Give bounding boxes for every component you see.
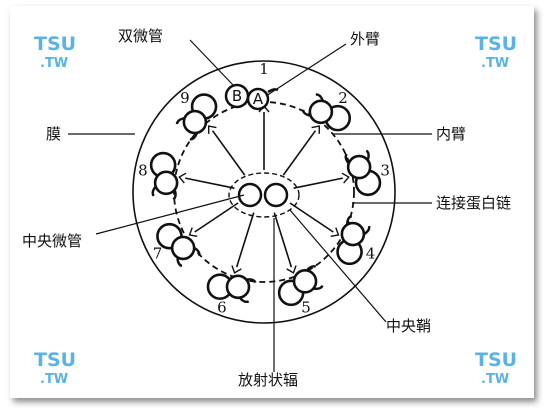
spoke-head (341, 172, 350, 184)
leader-doublet (189, 39, 235, 87)
leader-outer-arm (265, 43, 347, 97)
doublet-8 (149, 151, 179, 201)
watermark-text: TSU (475, 33, 517, 55)
doublet-number-5: 5 (301, 299, 311, 317)
doublet-7 (156, 222, 201, 268)
label-inner-arm: 内臂 (436, 125, 466, 143)
subfiber-a-circle (246, 87, 270, 111)
label-central-sheath: 中央鞘 (386, 317, 431, 335)
doublet-2 (301, 93, 352, 132)
label-membrane: 膜 (46, 125, 61, 143)
radial-spoke (211, 130, 246, 176)
doublet-number-4: 4 (366, 245, 376, 263)
subfiber-a-label: A (253, 90, 264, 108)
leader-central-tubule (95, 194, 245, 235)
central-tubule-left (237, 182, 263, 208)
spoke-head (208, 125, 217, 134)
watermark-subtext: .TW (481, 372, 509, 387)
outer-dynein-arm (175, 117, 185, 125)
spoke-head (188, 227, 198, 238)
subfiber-a-circle (308, 99, 334, 125)
subfiber-a-circle (292, 269, 318, 294)
label-radial-spoke: 放射状辐 (238, 371, 298, 389)
doublet-number-3: 3 (380, 162, 390, 180)
label-central-tubule: 中央微管 (22, 232, 82, 250)
inner-dynein-arm (246, 278, 257, 284)
subfiber-a-circle (153, 170, 179, 196)
doublet-number-2: 2 (338, 89, 348, 107)
doublet-9 (175, 93, 218, 141)
outer-dynein-arm-1 (267, 88, 279, 94)
outer-dynein-arm (176, 258, 183, 268)
radial-spoke (235, 212, 255, 268)
label-outer-arm: 外臂 (350, 30, 380, 48)
doublet-5 (277, 265, 324, 307)
outer-dynein-arm (313, 285, 324, 291)
central-tubule-right (263, 182, 289, 208)
doublet-1: B A (224, 83, 279, 111)
inner-dynein-arm (172, 190, 177, 201)
subfiber-a-circle (170, 235, 196, 261)
doublet-microtubules (149, 93, 382, 307)
inner-dynein-arm (306, 265, 317, 271)
radial-spoke (273, 212, 293, 268)
subfiber-a-circle (340, 221, 366, 247)
outer-dynein-arm (365, 149, 370, 160)
watermark-bottom-left: TSU .TW (34, 349, 76, 387)
watermark-subtext: .TW (40, 372, 68, 387)
radial-spoke (289, 202, 334, 233)
inner-dynein-arm (346, 214, 353, 224)
doublet-3 (344, 149, 382, 197)
doublet-number-7: 7 (153, 245, 163, 263)
leader-lines (68, 39, 432, 372)
central-sheath (228, 172, 300, 218)
central-apparatus (228, 172, 300, 218)
outer-dynein-arm (239, 297, 250, 304)
doublet-number-9: 9 (180, 89, 190, 107)
spoke-head (330, 227, 340, 238)
subfiber-a-circle (225, 274, 251, 300)
watermark-top-right: TSU .TW (475, 33, 517, 71)
radial-spoke (194, 202, 239, 233)
inner-dynein-arm (189, 133, 198, 141)
subfiber-a-circle (346, 154, 372, 180)
watermark-text: TSU (34, 349, 76, 371)
watermark-top-left: TSU .TW (34, 33, 76, 71)
watermark-text: TSU (34, 33, 76, 55)
label-nexin: 连接蛋白链 (436, 194, 511, 212)
doublet-number-8: 8 (138, 162, 148, 180)
subfiber-b-label: B (232, 87, 242, 105)
inner-dynein-arm (344, 153, 350, 164)
spoke-head (178, 172, 187, 184)
inner-dynein-arm (301, 109, 311, 117)
subfiber-a-circle (182, 109, 208, 135)
watermark-bottom-right: TSU .TW (475, 349, 517, 387)
watermark-subtext: .TW (481, 56, 509, 71)
label-doublet: 双微管 (118, 27, 163, 45)
doublet-6 (206, 273, 257, 304)
doublet-4 (336, 214, 371, 266)
radial-spoke (293, 177, 343, 189)
spoke-head (231, 265, 242, 274)
spoke-head (286, 265, 297, 274)
outer-dynein-arm (363, 225, 371, 235)
doublet-numbers: 1 2 3 4 5 6 7 8 9 (138, 60, 390, 317)
watermark-subtext: .TW (40, 56, 68, 71)
radial-spokes (178, 104, 350, 274)
inner-dynein-arm (194, 247, 201, 257)
leader-central-sheath (289, 209, 387, 323)
outer-dynein-arm (315, 93, 324, 101)
watermark-text: TSU (475, 349, 517, 371)
membrane-circle (132, 60, 396, 324)
outer-dynein-arm (151, 186, 157, 197)
radial-spoke (282, 130, 317, 176)
doublet-number-1: 1 (259, 60, 269, 78)
doublet-number-6: 6 (217, 299, 227, 317)
radial-spoke (185, 177, 235, 189)
spoke-head (311, 125, 320, 134)
